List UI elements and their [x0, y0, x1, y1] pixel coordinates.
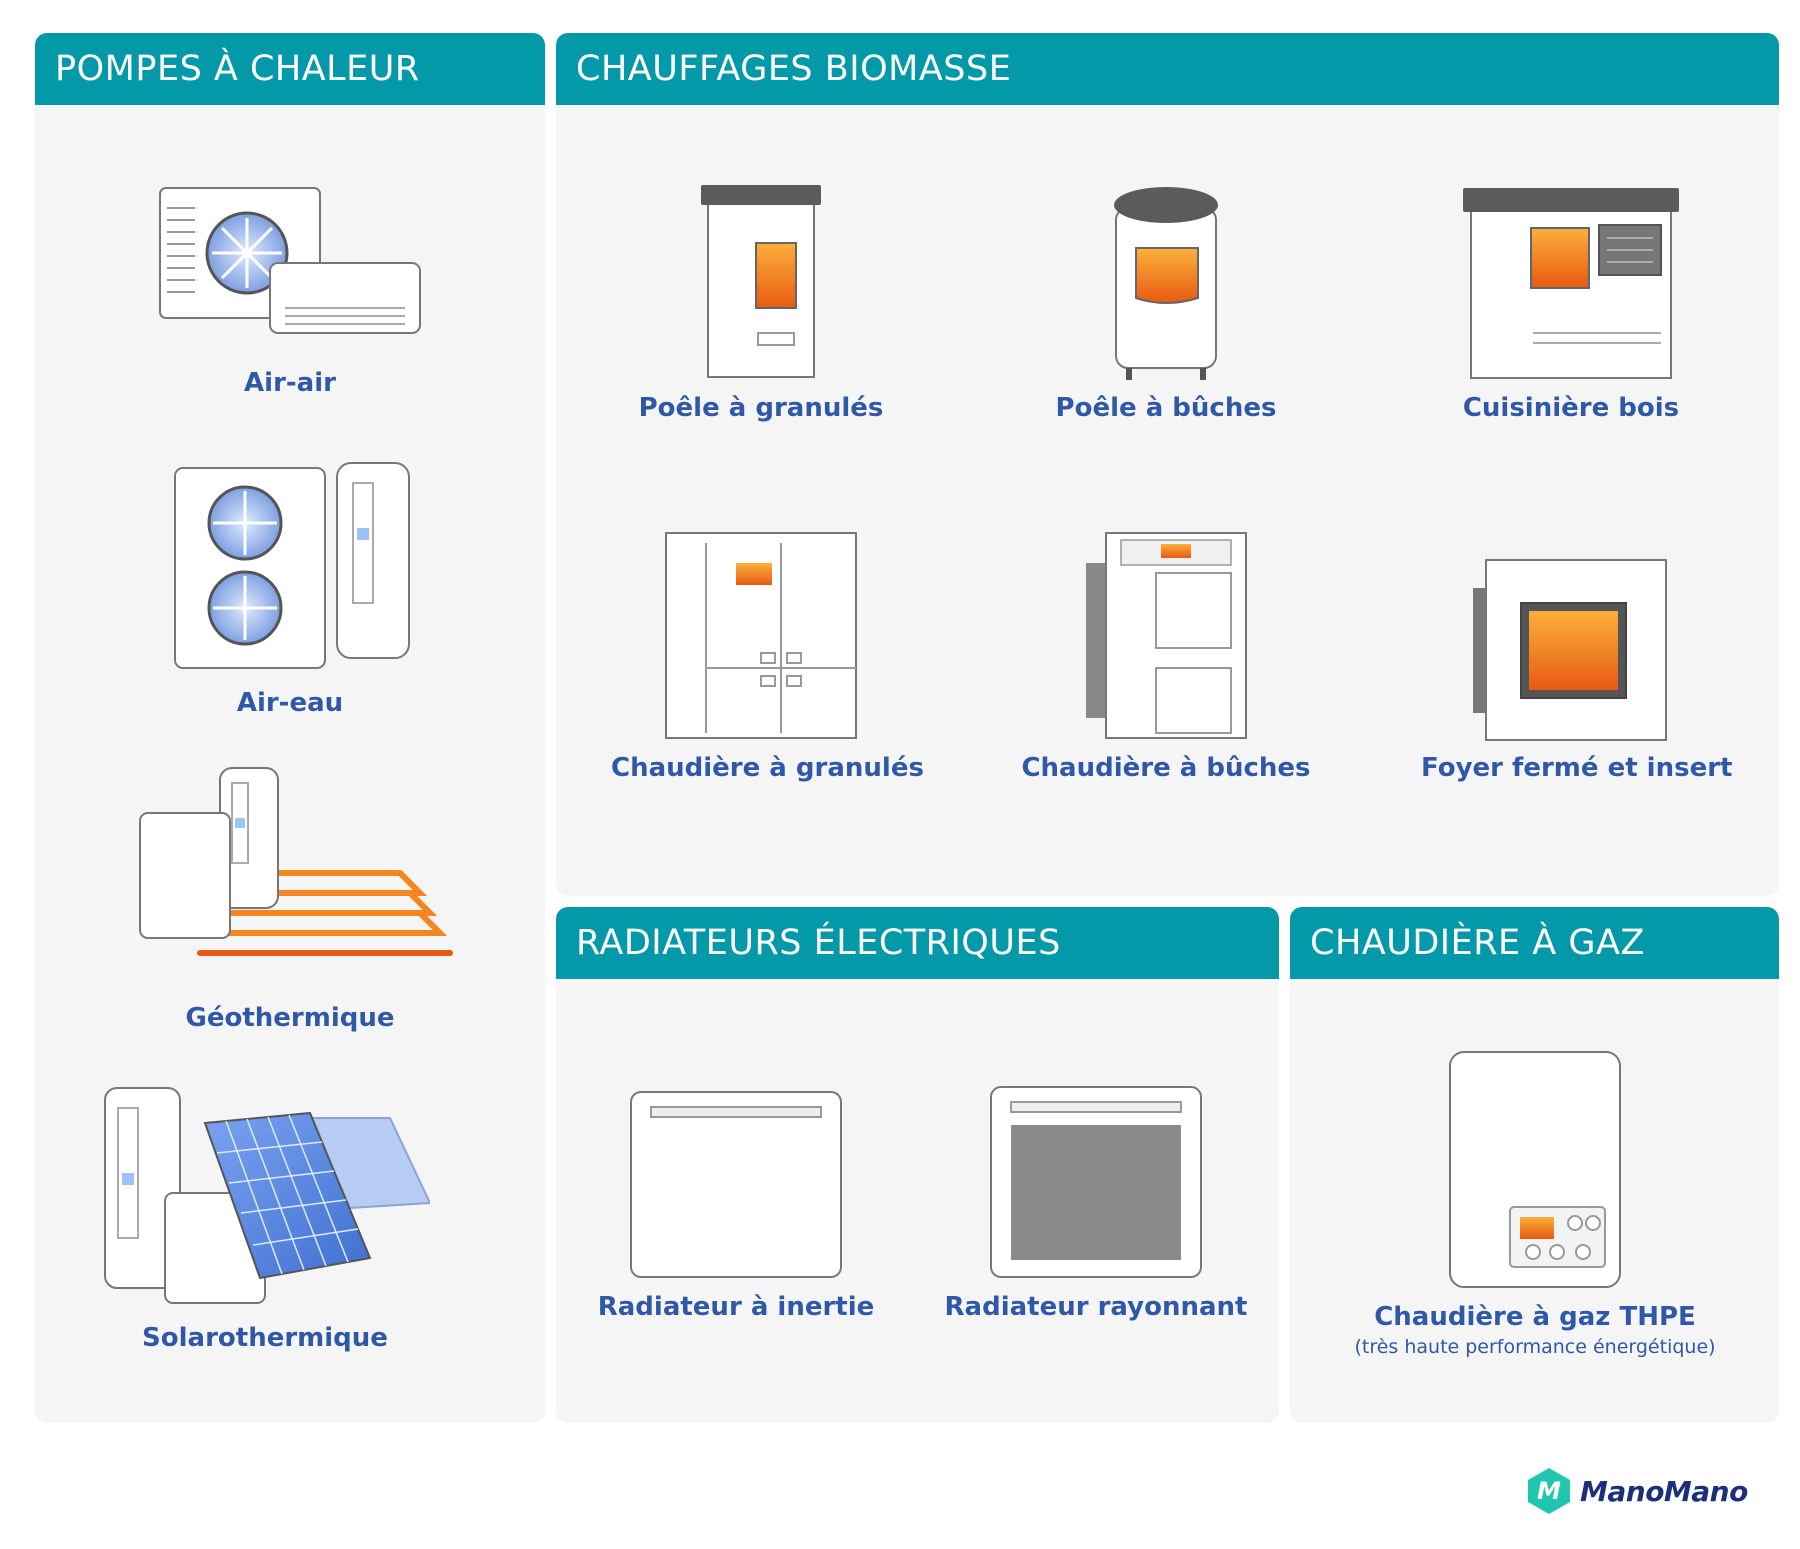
fireplace-insert-icon [1473, 559, 1667, 741]
brand-name: ManoMano [1580, 1474, 1748, 1508]
solar-thermal-icon [104, 1087, 430, 1304]
wood-cooker-icon [1463, 188, 1679, 379]
panel-chauffages-biomasse: CHAUFFAGES BIOMASSE Poêle à granulés Poê… [556, 33, 1779, 896]
inertia-radiator-icon [630, 1091, 842, 1278]
logo-letter: M [1537, 1477, 1561, 1505]
gas-boiler-icon [1449, 1051, 1621, 1288]
item-chaudiere-buches: Chaudière à bûches [1016, 528, 1316, 783]
item-chaudiere-gaz-thpe: Chaudière à gaz THPE (très haute perform… [1310, 1047, 1760, 1358]
item-label: Cuisinière bois [1462, 393, 1680, 423]
item-solarothermique: Solarothermique [95, 1083, 435, 1353]
item-label: Poêle à granulés [638, 393, 884, 423]
geothermal-heat-pump-icon [139, 767, 453, 956]
pellet-stove-icon [701, 185, 821, 378]
item-air-air: Air-air [140, 168, 440, 398]
item-label: Poêle à bûches [1055, 393, 1277, 423]
log-boiler-icon [1086, 532, 1247, 739]
item-label: Foyer fermé et insert [1421, 753, 1733, 783]
item-label: Chaudière à granulés [611, 753, 924, 783]
item-label: Radiateur à inertie [597, 1292, 875, 1322]
item-label: Radiateur rayonnant [944, 1292, 1248, 1322]
item-label: Air-air [244, 368, 336, 398]
item-poele-granules: Poêle à granulés [611, 183, 911, 423]
air-air-heat-pump-icon [159, 187, 421, 334]
log-stove-icon [1114, 187, 1218, 380]
panel-chaudiere-gaz: CHAUDIÈRE À GAZ Chaudière à gaz THPE (tr… [1290, 907, 1779, 1423]
item-label: Air-eau [236, 688, 344, 718]
item-foyer-insert: Foyer fermé et insert [1421, 558, 1733, 783]
item-label: Géothermique [185, 1003, 395, 1033]
air-water-heat-pump-icon [174, 462, 410, 669]
panel-title: POMPES À CHALEUR [35, 33, 545, 105]
panel-radiateurs-electriques: RADIATEURS ÉLECTRIQUES Radiateur à inert… [556, 907, 1279, 1423]
manomano-logo[interactable]: M ManoMano [1524, 1466, 1748, 1516]
item-geothermique: Géothermique [110, 763, 470, 1033]
item-cuisiniere-bois: Cuisinière bois [1421, 183, 1721, 423]
panel-title: CHAUFFAGES BIOMASSE [556, 33, 1779, 105]
item-air-eau: Air-eau [140, 458, 440, 718]
item-radiateur-rayonnant: Radiateur rayonnant [926, 1077, 1266, 1322]
item-label: Chaudière à bûches [1021, 753, 1311, 783]
manomano-logo-icon: M [1528, 1468, 1570, 1514]
item-label: Solarothermique [142, 1323, 388, 1353]
item-label: Chaudière à gaz THPE [1374, 1302, 1696, 1332]
item-poele-buches: Poêle à bûches [1016, 183, 1316, 423]
panel-title: RADIATEURS ÉLECTRIQUES [556, 907, 1279, 979]
radiant-radiator-icon [990, 1086, 1202, 1278]
item-sublabel: (très haute performance énergétique) [1354, 1336, 1716, 1358]
panel-pompes-a-chaleur: POMPES À CHALEUR Air-air Air-eau [35, 33, 545, 1423]
panel-title: CHAUDIÈRE À GAZ [1290, 907, 1779, 979]
pellet-boiler-icon [665, 532, 857, 739]
item-radiateur-inertie: Radiateur à inertie [566, 1082, 906, 1322]
item-chaudiere-granules: Chaudière à granulés [611, 528, 924, 783]
